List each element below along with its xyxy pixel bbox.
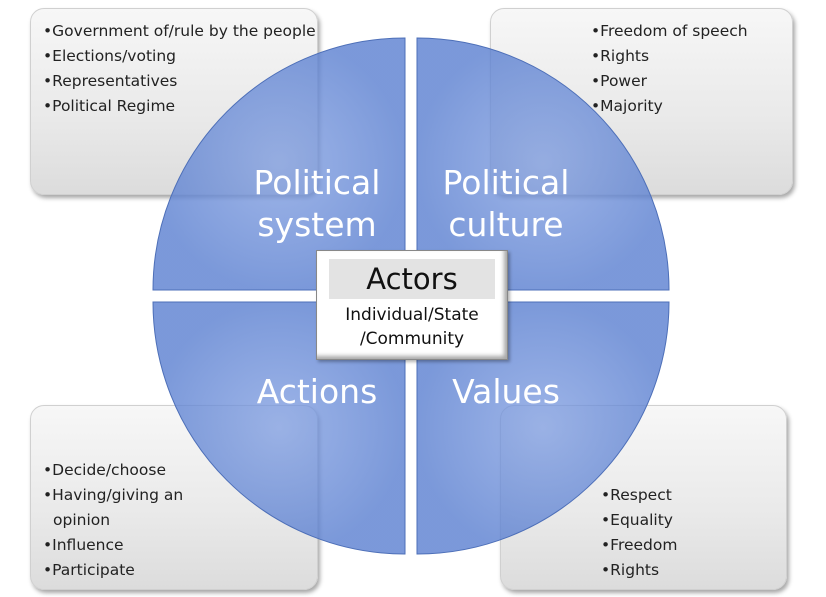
list-item: Equality <box>601 508 786 533</box>
quadrant-actions <box>152 301 406 555</box>
list-item: Influence <box>43 533 203 558</box>
actors-title: Actors <box>329 259 495 299</box>
list-item: Freedom <box>601 533 786 558</box>
quadrant-political-system <box>152 37 406 291</box>
actors-subtitle-line1: Individual/State <box>345 305 479 325</box>
label-line: system <box>257 205 377 244</box>
political-culture-label: Political culture <box>406 162 606 246</box>
list-item: Political Regime <box>43 94 317 119</box>
list-item: Rights <box>601 558 786 583</box>
label-line: Political <box>442 163 570 202</box>
list-item: Power <box>591 69 792 94</box>
quadrant-political-culture <box>416 37 670 291</box>
list-item: Elections/voting <box>43 44 317 69</box>
label-line: Political <box>253 163 381 202</box>
actors-center-box: Actors Individual/State /Community <box>316 250 508 360</box>
quadrant-values <box>416 301 670 555</box>
actions-label: Actions <box>256 372 378 411</box>
list-item: Freedom of speech <box>591 19 792 44</box>
list-item: Rights <box>591 44 792 69</box>
label-line: culture <box>448 205 564 244</box>
list-item: Respect <box>601 483 786 508</box>
political-system-label: Political system <box>217 162 417 246</box>
list-item: Government of/rule by the people <box>43 19 317 44</box>
list-item: Having/giving an opinion <box>43 483 203 533</box>
values-label: Values <box>452 372 560 411</box>
list-item: Decide/choose <box>43 458 203 483</box>
list-item: Majority <box>591 94 792 119</box>
list-item: Representatives <box>43 69 317 94</box>
list-item: Participate <box>43 558 203 583</box>
actors-subtitle-line2: /Community <box>359 329 465 349</box>
